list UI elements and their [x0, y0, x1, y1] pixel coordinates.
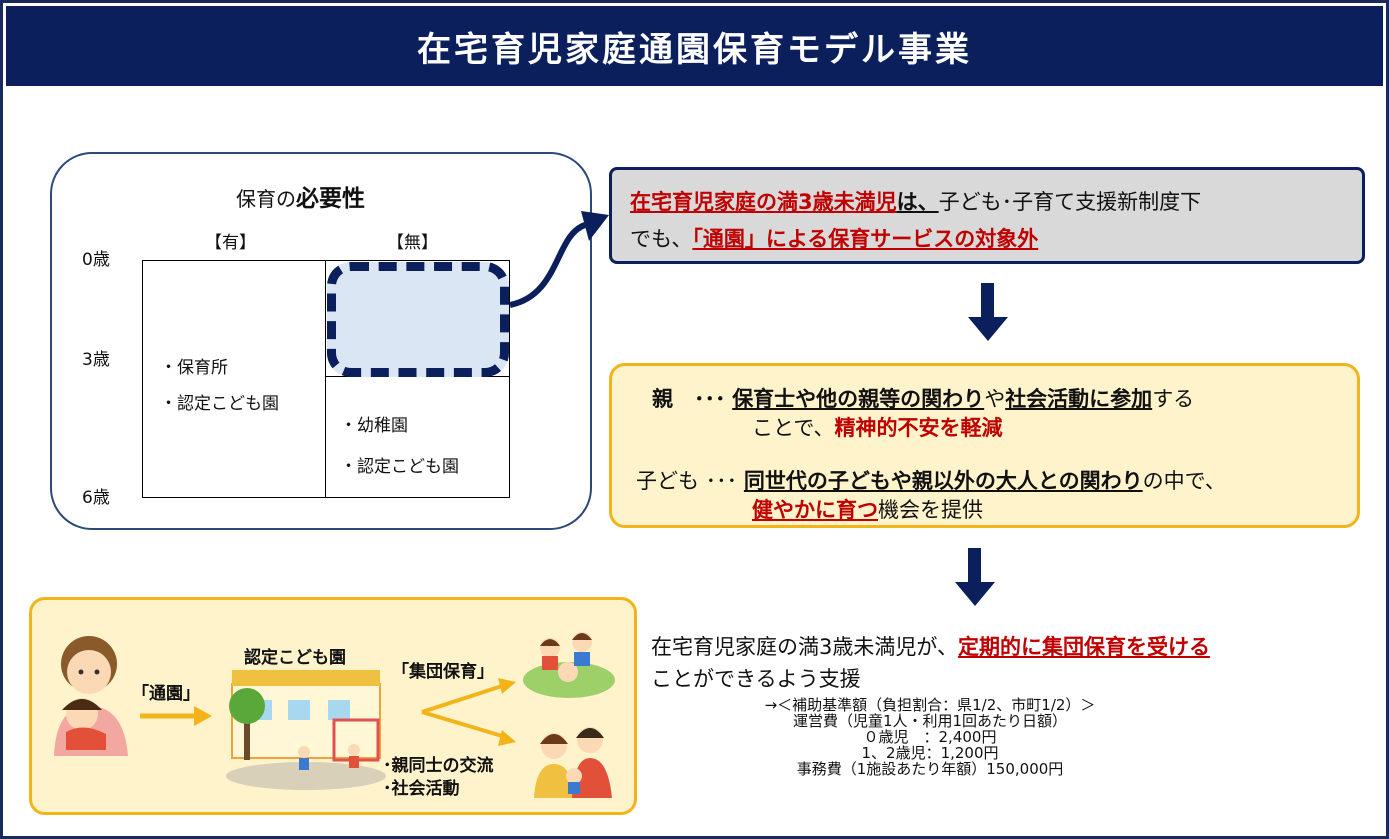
- subsidy-details: →＜補助基準額（負担割合：県1/2、市町1/2）＞ 運営費（児童1人・利用1回あ…: [700, 697, 1160, 777]
- subsidy-line-1: →＜補助基準額（負担割合：県1/2、市町1/2）＞: [764, 696, 1096, 714]
- yes-item-1: ・保育所: [160, 358, 228, 378]
- facility-label: 認定こども園: [244, 648, 346, 668]
- exchange-label: ･親同士の交流: [383, 756, 494, 776]
- grid-left-line: [142, 260, 143, 497]
- subsidy-line-5: 事務費（1施設あたり年額）150,000円: [796, 760, 1064, 778]
- red-phrase-2: 「通園」による保育サービスの対象外: [692, 227, 1039, 251]
- grey-line-2: でも、「通園」による保育サービスの対象外: [630, 227, 1039, 251]
- support-red-phrase: 定期的に集団保育を受ける: [957, 635, 1210, 659]
- uncovered-dashed-box: [327, 262, 509, 377]
- page-title: 在宅育児家庭通園保育モデル事業: [417, 29, 972, 70]
- age-6: 6歳: [82, 488, 110, 508]
- parent-line-2: ことで、精神的不安を軽減: [752, 416, 1003, 440]
- column-no: 【無】: [387, 233, 438, 253]
- support-line-2: ことができるよう支援: [651, 667, 861, 691]
- necessity-title: 保育の必要性: [236, 186, 365, 212]
- down-arrow-1: [968, 283, 1008, 341]
- age-3: 3歳: [82, 350, 110, 370]
- social-label: ･社会活動: [383, 779, 460, 799]
- benefits-box: 親 ･･･ 保育士や他の親等の関わりや社会活動に参加する ことで、精神的不安を軽…: [609, 363, 1360, 528]
- grid-middle-line: [325, 260, 326, 497]
- support-line-1: 在宅育児家庭の満3歳未満児が、定期的に集団保育を受ける: [651, 635, 1210, 659]
- red-phrase-1: 在宅育児家庭の満3歳未満児: [630, 190, 897, 214]
- subsidy-line-4: 1、2歳児：1,200円: [861, 744, 999, 762]
- kindergarten-illustration: [226, 670, 386, 790]
- parents-exchange-illustration: [534, 727, 612, 798]
- target-exclusion-box: 在宅育児家庭の満3歳未満児は、子ども･子育て支援新制度下 でも、「通園」による保…: [609, 167, 1365, 264]
- child-red-phrase: 健やかに育つ: [752, 498, 878, 522]
- yes-item-2: ・認定こども園: [160, 394, 279, 414]
- mother-child-illustration: [54, 636, 128, 756]
- group-care-label: 「集団保育」: [392, 662, 494, 682]
- connector-arrow: [509, 211, 609, 308]
- subsidy-line-2: 運営費（児童1人・利用1回あたり日額）: [792, 712, 1068, 730]
- parent-red-phrase: 精神的不安を軽減: [834, 416, 1003, 440]
- subsidy-line-3: ０歳児 ：2,400円: [863, 728, 997, 746]
- grid-top-line: [142, 260, 510, 261]
- grid-right-line: [509, 260, 510, 497]
- no-item-2: ・認定こども園: [340, 457, 459, 477]
- tsuuen-label: 「通園」: [132, 684, 200, 704]
- child-line-2: 健やかに育つ機会を提供: [752, 498, 983, 522]
- child-line-1: 子ども ･･･ 同世代の子どもや親以外の大人との関わりの中で、: [636, 469, 1226, 493]
- no-item-1: ・幼稚園: [340, 416, 408, 436]
- tsuuen-arrow: [140, 706, 212, 726]
- grid-bottom-line: [142, 497, 510, 498]
- parent-line-1: 親 ･･･ 保育士や他の親等の関わりや社会活動に参加する: [652, 387, 1195, 411]
- column-yes: 【有】: [205, 233, 256, 253]
- down-arrow-2: [955, 548, 995, 606]
- necessity-title-bold: 必要性: [296, 186, 365, 212]
- grey-line-1: 在宅育児家庭の満3歳未満児は、子ども･子育て支援新制度下: [630, 190, 1202, 214]
- children-playing-illustration: [523, 632, 615, 698]
- branch-arrows: [421, 678, 516, 746]
- age-0: 0歳: [82, 250, 110, 270]
- title-bar: 在宅育児家庭通園保育モデル事業: [6, 6, 1383, 86]
